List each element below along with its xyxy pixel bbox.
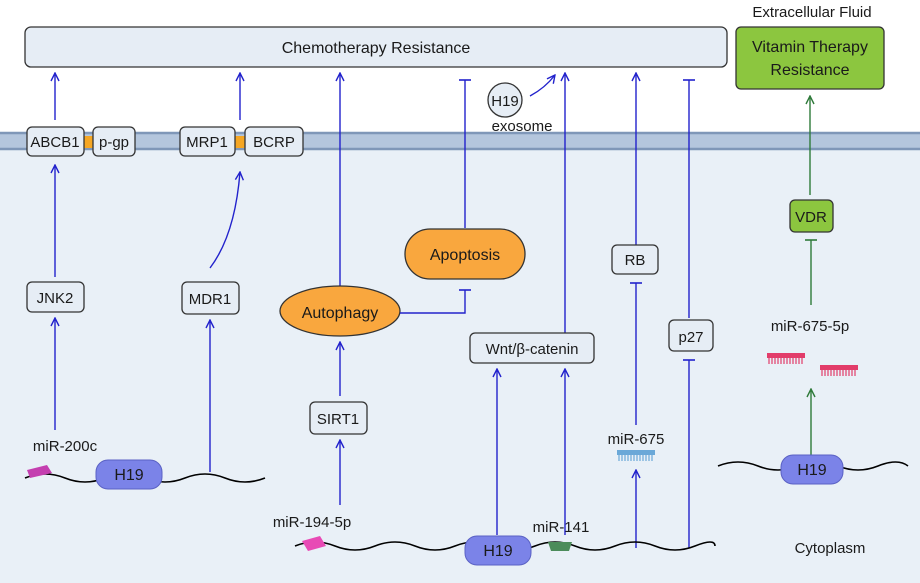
- mdr1-to-mrp1-arrow: [209, 172, 240, 269]
- exosome-label: exosome: [492, 118, 553, 135]
- p27-box: [668, 319, 714, 352]
- mir194-icon: [302, 536, 326, 551]
- h19-exosome-circle: [487, 82, 523, 118]
- vitamin-therapy-label-line2: Resistance: [770, 62, 849, 79]
- mir675-5p-hairpin-right-icon: [820, 365, 858, 376]
- rb-label: RB: [625, 252, 646, 269]
- vitamin-therapy-resistance-box: [735, 26, 885, 90]
- cell-membrane: [0, 132, 920, 150]
- cytoplasm-label: Cytoplasm: [795, 540, 866, 557]
- apoptosis-pill: [404, 228, 526, 280]
- vdr-box: [789, 199, 834, 233]
- pgp-box: [92, 126, 136, 157]
- sirt1-label: SIRT1: [317, 411, 359, 428]
- apoptosis-label: Apoptosis: [430, 247, 500, 264]
- autophagy-oval: [279, 285, 401, 337]
- chemotherapy-resistance-box: [24, 26, 728, 68]
- mrp1-box: [179, 126, 236, 157]
- mir675-label: miR-675: [608, 431, 665, 448]
- mir675-5p-hairpin-left-icon: [767, 353, 805, 364]
- h19-center-gene: [464, 535, 532, 566]
- wnt-beta-catenin-label: Wnt/β-catenin: [486, 341, 579, 358]
- jnk2-box: [26, 281, 85, 313]
- bcrp-label: BCRP: [253, 134, 295, 151]
- abcb1-label: ABCB1: [30, 134, 79, 151]
- h19-right-label: H19: [797, 462, 826, 479]
- mir141-icon: [548, 542, 572, 551]
- autophagy-inhibits-apoptosis: [400, 289, 471, 314]
- pgp-label: p-gp: [99, 134, 129, 151]
- h19-left-label: H19: [114, 467, 143, 484]
- mdr1-box: [181, 281, 240, 315]
- wnt-beta-catenin-box: [469, 332, 595, 364]
- mir200c-label: miR-200c: [33, 438, 98, 455]
- p27-label: p27: [678, 329, 703, 346]
- h19-left-gene: [95, 459, 163, 490]
- vitamin-therapy-label-line1: Vitamin Therapy: [752, 39, 868, 56]
- mir141-label: miR-141: [533, 519, 590, 536]
- mrp1-label: MRP1: [186, 134, 228, 151]
- h19-right-gene: [780, 454, 844, 485]
- chemotherapy-resistance-label: Chemotherapy Resistance: [282, 40, 471, 57]
- bcrp-box: [244, 126, 304, 157]
- mir675-hairpin-icon: [617, 450, 655, 461]
- autophagy-label: Autophagy: [302, 305, 379, 322]
- h19-exosome-label: H19: [491, 93, 519, 110]
- cytoplasm-region: [0, 148, 920, 583]
- abcb1-pgp-link: [82, 136, 94, 148]
- mir200c-icon: [27, 465, 52, 478]
- h19-center-label: H19: [483, 543, 512, 560]
- abcb1-box: [26, 126, 85, 157]
- mir194-label: miR-194-5p: [273, 514, 351, 531]
- rb-box: [611, 244, 659, 275]
- sirt1-box: [309, 401, 368, 435]
- extracellular-fluid-label: Extracellular Fluid: [752, 4, 871, 21]
- mrp1-bcrp-link: [233, 136, 247, 148]
- exosome-arrow: [529, 75, 555, 97]
- mdr1-label: MDR1: [189, 291, 232, 308]
- vdr-label: VDR: [795, 209, 827, 226]
- jnk2-label: JNK2: [37, 290, 74, 307]
- mir675-5p-label: miR-675-5p: [771, 318, 849, 335]
